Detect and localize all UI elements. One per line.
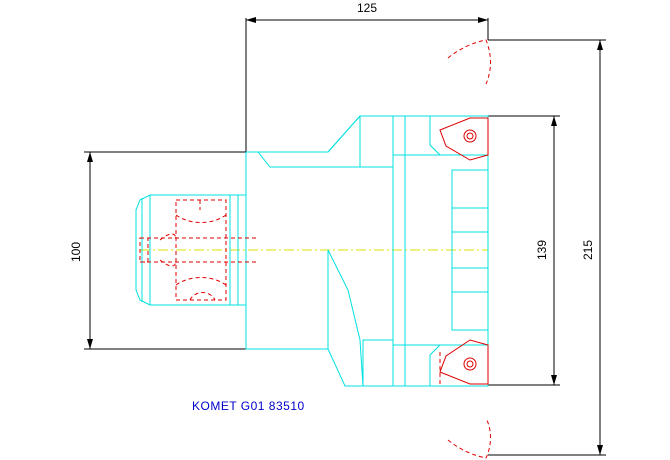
tool-body — [135, 115, 489, 387]
dimension-overall-length: 125 — [245, 1, 489, 152]
insert-bottom — [439, 339, 491, 459]
drawing-caption: KOMET G01 83510 — [192, 399, 305, 413]
cutting-inserts — [139, 39, 491, 459]
shank-hidden-features — [139, 199, 258, 301]
dimension-max-diameter: 215 — [488, 39, 606, 456]
dimension-shank-diameter: 100 — [69, 151, 246, 350]
dimension-label-max-diameter: 215 — [581, 240, 595, 260]
dimension-cutting-diameter: 139 — [488, 115, 560, 386]
dimension-label-shank-diameter: 100 — [69, 242, 83, 262]
insert-top — [439, 39, 491, 161]
dimension-label-cutting-diameter: 139 — [535, 240, 549, 260]
dimension-label-overall-length: 125 — [357, 1, 377, 15]
